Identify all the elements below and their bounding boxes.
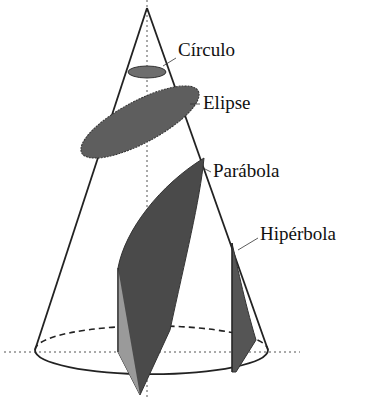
circle-section bbox=[128, 66, 166, 78]
section-label: Hipérbola bbox=[260, 224, 336, 243]
section-label: Círculo bbox=[178, 40, 235, 59]
section-label: Parábola bbox=[213, 161, 279, 180]
parabola-edge bbox=[117, 268, 118, 352]
parabola-plane bbox=[118, 268, 140, 395]
leader-line bbox=[163, 58, 176, 66]
section-label: Elipse bbox=[203, 93, 251, 112]
hyperbola-section bbox=[232, 243, 256, 372]
parabola-section bbox=[118, 158, 204, 395]
hyperbola-edge bbox=[231, 243, 232, 372]
leader-line bbox=[238, 238, 258, 250]
leader-line bbox=[190, 104, 200, 105]
ellipse-section bbox=[72, 72, 208, 171]
leader-line bbox=[203, 168, 211, 172]
